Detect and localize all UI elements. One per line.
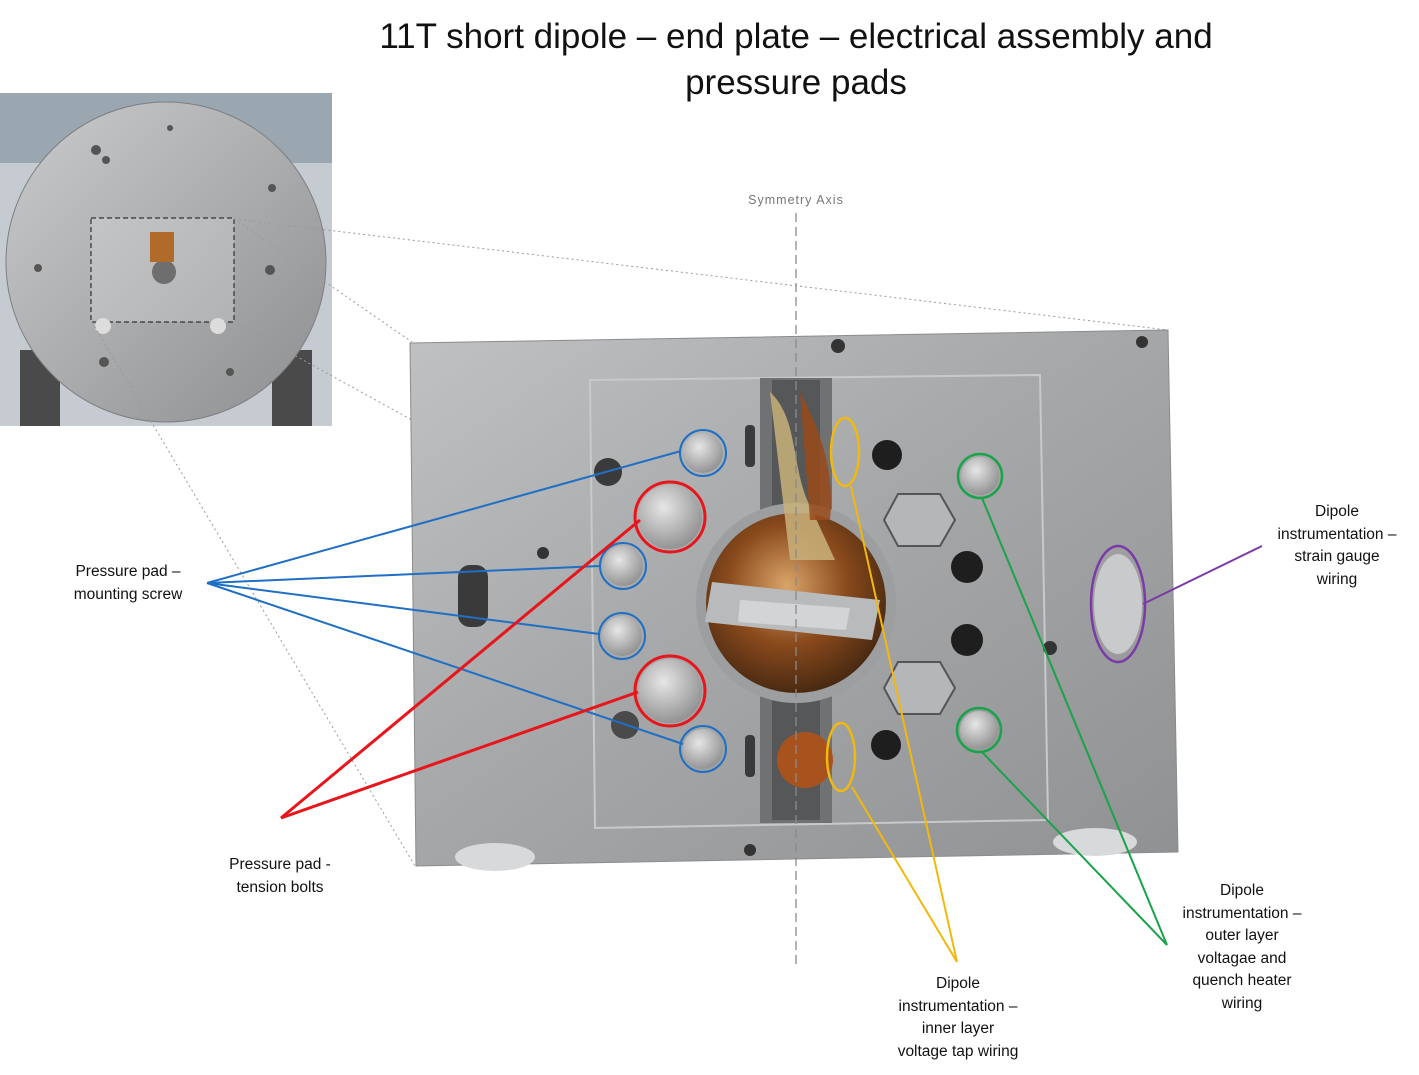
label-inner-layer: Dipole instrumentation – inner layer vol… (870, 973, 1046, 1063)
page-title: 11T short dipole – end plate – electrica… (330, 14, 1262, 106)
outer-layer-marker (955, 706, 1003, 754)
inner-layer-leaders (850, 485, 958, 963)
inner-layer-marker (825, 721, 857, 793)
label-line: instrumentation – (1182, 904, 1302, 922)
label-line: outer layer (1205, 927, 1279, 944)
label-mounting-screw: Pressure pad – mounting screw (48, 561, 208, 606)
label-outer-layer: Dipole instrumentation – outer layer vol… (1160, 880, 1324, 1015)
zoom-guides (91, 218, 1169, 867)
outer-layer-leaders (981, 497, 1168, 946)
label-line: wiring (1316, 570, 1358, 588)
tension-bolt-leaders (280, 518, 641, 820)
label-line: instrumentation – (898, 997, 1018, 1015)
label-line: voltage tap wiring (897, 1042, 1019, 1060)
outer-layer-highlights (955, 452, 1004, 754)
strain-gauge-leaders (1142, 545, 1263, 605)
label-strain-gauge: Dipole instrumentation – strain gauge wi… (1262, 501, 1412, 591)
outer-layer-marker (956, 452, 1004, 500)
label-line: instrumentation – (1277, 525, 1397, 543)
mounting-screw-marker (598, 612, 646, 660)
label-line: tension bolts (236, 878, 324, 896)
mounting-screw-marker (679, 429, 727, 477)
label-line: quench heater (1192, 972, 1292, 989)
label-line: inner layer (921, 1020, 995, 1037)
tension-bolt-marker (633, 480, 707, 554)
mounting-screw-highlights (598, 429, 727, 773)
end-plate-photo (409, 329, 1179, 871)
label-line: voltagae and (1197, 949, 1287, 967)
label-line: Dipole (936, 975, 980, 992)
label-line: mounting screw (73, 585, 183, 603)
label-line: Pressure pad - (229, 856, 331, 873)
label-line: Dipole (1315, 503, 1359, 520)
label-line: wiring (1221, 994, 1263, 1012)
title-line-1: 11T short dipole – end plate – electrica… (379, 17, 1213, 56)
label-line: Pressure pad – (75, 563, 181, 580)
tension-bolt-highlights (633, 480, 707, 728)
overview-photo (0, 93, 332, 426)
title-line-2: pressure pads (685, 63, 907, 102)
inner-layer-highlights (825, 416, 861, 793)
label-line: Dipole (1220, 882, 1264, 899)
label-tension-bolts: Pressure pad - tension bolts (200, 854, 360, 899)
label-line: strain gauge (1294, 548, 1380, 565)
inner-layer-marker (829, 416, 861, 488)
mounting-screw-marker (679, 725, 727, 773)
tension-bolt-marker (633, 654, 707, 728)
symmetry-axis-label: Symmetry Axis (748, 193, 844, 207)
mounting-screw-leaders (206, 450, 684, 745)
